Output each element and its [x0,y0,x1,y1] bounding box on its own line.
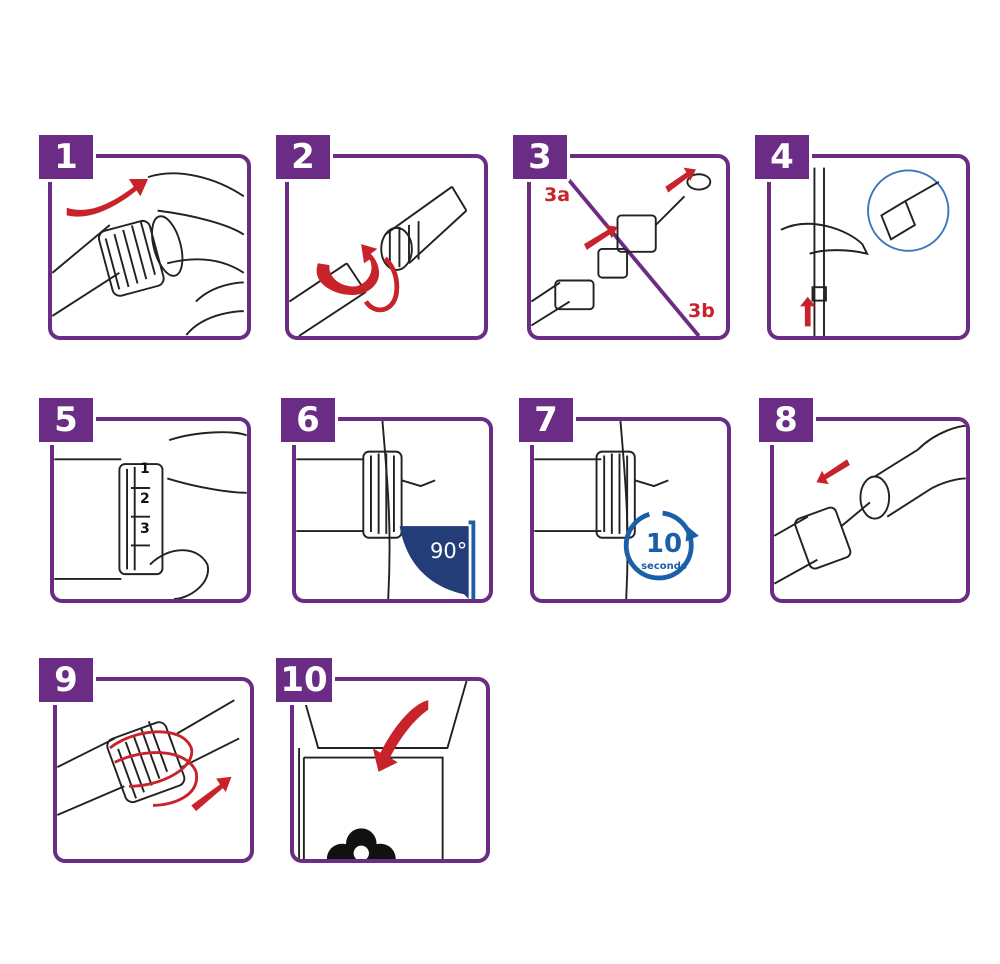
step-8-panel [770,417,970,603]
timer-unit: seconds [641,561,687,572]
step-8: 8 [756,395,972,605]
step-10-number: 10 [273,655,335,705]
step-3: 3 3a 3b [510,132,730,342]
step-6: 90° 6 [278,395,493,605]
step-1-panel [48,154,251,340]
step-9-number: 9 [36,655,96,705]
step-7: 10 seconds 7 [516,395,736,605]
remove-needle-caps-icon [531,158,712,336]
step-2-number: 2 [273,132,333,182]
step-5-number: 5 [36,395,96,445]
inject-90-degrees-icon [296,421,476,599]
remove-pen-cap-icon [52,172,245,336]
dial-dose-icon [54,431,247,599]
step-4: 4 [752,132,972,342]
step-4-panel [767,154,970,340]
prime-pen-icon [780,167,950,336]
step-3-panel [527,154,730,340]
step-7-panel: 10 seconds [530,417,731,603]
hold-10-seconds-icon [534,421,699,599]
step-9: 9 [36,655,256,865]
timer-value: 10 [645,529,683,559]
dose-scale-2: 2 [140,491,150,507]
angle-label: 90° [430,539,468,563]
step-2-panel [285,154,488,340]
replace-outer-cap-icon [774,424,966,585]
step-5-panel: 1 2 3 [50,417,251,603]
step-10-panel [290,677,490,863]
step-1: 1 [36,132,251,342]
dose-scale-3: 3 [140,521,150,537]
unscrew-needle-icon [57,699,240,816]
step-3a-label: 3a [544,184,571,206]
sharps-disposal-icon [298,681,468,859]
step-6-panel: 90° [292,417,493,603]
twist-needle-on-icon [289,185,468,336]
step-4-number: 4 [752,132,812,182]
step-6-number: 6 [278,395,338,445]
step-2: 2 [273,132,488,342]
step-3b-label: 3b [688,300,715,322]
step-5: 1 2 3 5 [36,395,251,605]
dose-scale-1: 1 [140,461,150,477]
step-7-number: 7 [516,395,576,445]
step-10: 10 [273,655,493,865]
step-8-number: 8 [756,395,816,445]
step-1-number: 1 [36,132,96,182]
step-3-number: 3 [510,132,570,182]
step-9-panel [53,677,254,863]
